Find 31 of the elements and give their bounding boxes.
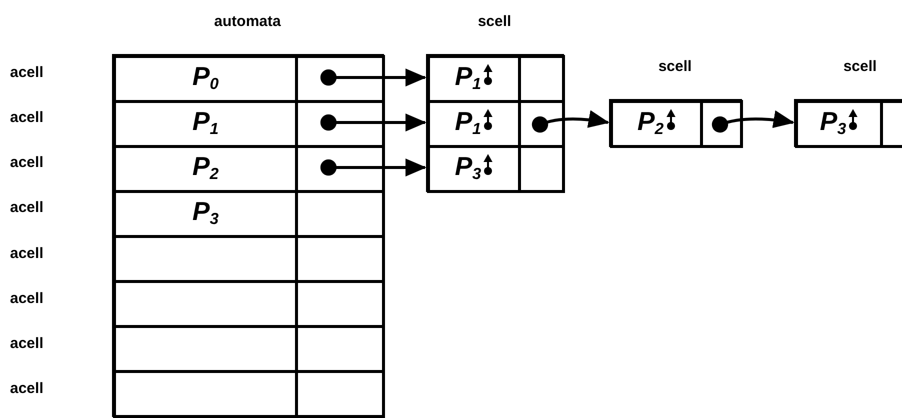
row-label: acell — [10, 198, 44, 218]
cell-label: P$_{3}$ — [454, 150, 482, 182]
pointer-arrow — [320, 68, 426, 86]
table-cell — [113, 55, 298, 103]
row-label: acell — [10, 289, 44, 309]
row-label: acell — [10, 334, 44, 354]
row-label: acell — [10, 108, 44, 128]
column-heading: automata — [213, 12, 282, 32]
row-label: acell — [10, 153, 44, 173]
column-heading: scell — [476, 12, 512, 32]
table-cell — [427, 55, 521, 103]
cell-label: P$_{1}$ — [454, 60, 482, 92]
cell-label: P$_{1}$ — [454, 105, 482, 137]
cell-label: P$_{2}$ — [637, 105, 664, 137]
pointer-arrow — [320, 158, 426, 176]
pointer-arrow — [320, 114, 426, 132]
row-label: acell — [10, 244, 44, 264]
column-heading: scell — [657, 56, 693, 76]
table-cell — [427, 145, 521, 193]
column-heading: scell — [842, 56, 878, 76]
cell-label: P$_{1}$ — [192, 105, 219, 137]
cell-label: P$_{2}$ — [192, 150, 219, 182]
row-label: acell — [10, 63, 44, 83]
table-cell — [795, 100, 883, 148]
table-cell — [610, 100, 703, 148]
cell-label: P$_{3}$ — [820, 105, 846, 137]
pointer-arrow — [532, 110, 610, 133]
cell-label: P$_{3}$ — [192, 195, 219, 227]
pointer-arrow — [712, 110, 794, 133]
cell-label: P$_{0}$ — [192, 60, 219, 92]
row-label: acell — [10, 379, 44, 399]
